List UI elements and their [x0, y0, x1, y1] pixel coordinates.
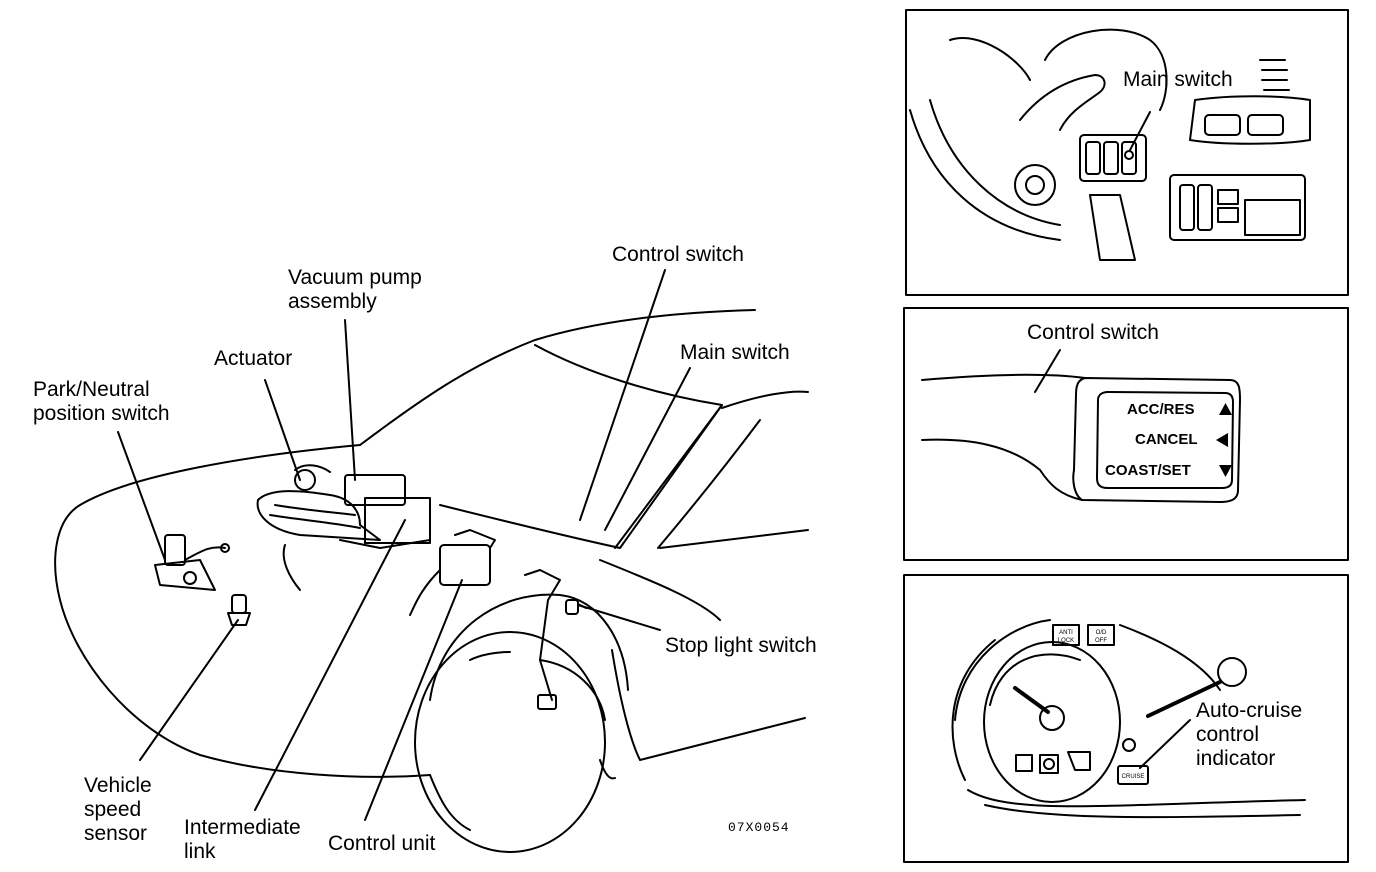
- control-switch-stalk: [921, 349, 1241, 503]
- car-outline: [54, 309, 809, 853]
- overdrive-text-2: OFF: [1095, 638, 1107, 644]
- overdrive-text-1: O/D: [1096, 630, 1107, 636]
- actuator-part: [256, 464, 381, 591]
- vacuum-pump-part: [339, 474, 431, 549]
- label-main-switch: Main switch: [680, 341, 790, 364]
- auto-cruise-indicator-label: Auto-cruise control indicator: [1196, 699, 1303, 770]
- label-park-neutral-switch: Park/Neutral position switch: [33, 378, 170, 425]
- label-vehicle-speed-sensor: Vehicle speed sensor: [84, 774, 152, 845]
- coast-set-arrow-icon: [1219, 465, 1232, 477]
- anti-lock-text-2: LOCK: [1058, 638, 1074, 644]
- instrument-cluster: [951, 619, 1306, 819]
- control-unit-part: [409, 529, 496, 616]
- figure-code: 07X0054: [728, 820, 790, 835]
- brake-pedal-part: [524, 569, 561, 710]
- panel-control-switch-frame: [903, 307, 1349, 561]
- cancel-label: CANCEL: [1135, 431, 1198, 448]
- panel-main-switch-label: Main switch: [1123, 68, 1233, 91]
- coast-set-label: COAST/SET: [1105, 462, 1191, 479]
- acc-res-arrow-icon: [1219, 403, 1232, 415]
- anti-lock-text-1: ANTI: [1059, 630, 1073, 636]
- label-control-switch: Control switch: [612, 243, 744, 266]
- acc-res-label: ACC/RES: [1127, 401, 1195, 418]
- cruise-tag-text: CRUISE: [1122, 774, 1145, 780]
- dash-illustration: [909, 28, 1311, 261]
- label-control-unit: Control unit: [328, 832, 436, 855]
- panel-control-switch-label: Control switch: [1027, 321, 1159, 344]
- park-neutral-switch-part: [154, 534, 230, 591]
- panel-indicator-frame: [903, 574, 1349, 863]
- label-intermediate-link: Intermediate link: [184, 816, 301, 863]
- label-stop-light-switch: Stop light switch: [665, 634, 817, 657]
- label-actuator: Actuator: [214, 347, 293, 370]
- cancel-arrow-icon: [1216, 433, 1228, 447]
- vehicle-speed-sensor-part: [227, 594, 251, 626]
- panel-main-switch-frame: [905, 9, 1349, 296]
- leader-lines: [117, 269, 691, 821]
- label-vacuum-pump-assembly: Vacuum pump assembly: [288, 266, 422, 313]
